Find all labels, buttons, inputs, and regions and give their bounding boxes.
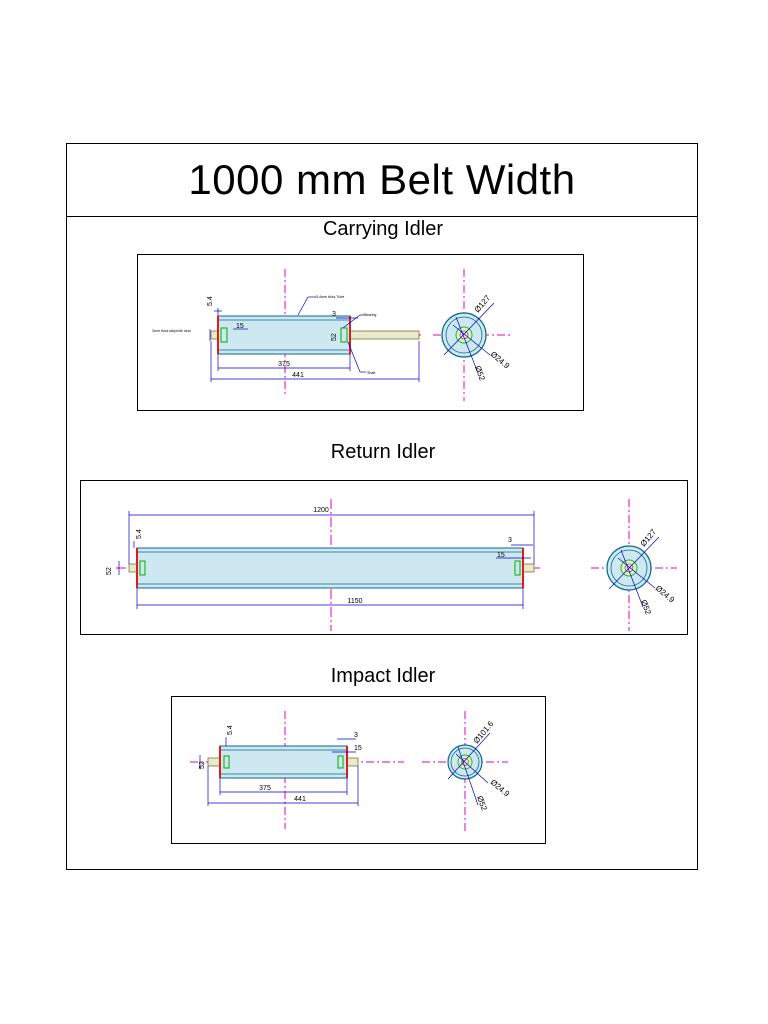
bearing-left	[139, 560, 146, 576]
dim-shaft-dia: Ø24.9	[489, 778, 512, 799]
dim-tube-thickness: 5.4	[136, 529, 143, 539]
note-bearing: Bearing	[364, 313, 376, 317]
note-tube: 5.4mm thick Tube	[316, 295, 344, 299]
impact-idler-drawing: 5.4 3 15 52 375 441 Ø101.6 Ø24.9 Ø52	[190, 711, 512, 833]
end-view-tube-inner	[610, 549, 648, 587]
dim-bearing-offset: 15	[497, 552, 505, 559]
note-shaft: Shaft	[367, 371, 375, 375]
dim-tube-thickness: 5.4	[227, 725, 234, 735]
end-view-shaft	[624, 563, 634, 573]
drawing-title: 1000 mm Belt Width	[188, 156, 576, 203]
dim-outer-dia: Ø127	[639, 527, 659, 548]
carrying-idler-frame: 5.4 3 15 52 375 441 5.4mm thick Tube Bea…	[137, 254, 584, 411]
dim-shaft-length: 441	[294, 796, 306, 803]
dim-seal: 3	[508, 537, 512, 544]
note-seal: 3mm thick labyrinth seal	[152, 329, 191, 333]
end-view-shaft	[461, 758, 469, 766]
bearing-left	[220, 327, 228, 343]
bearing-right	[514, 560, 521, 576]
dim-outer-dia: Ø101.6	[472, 719, 496, 745]
dim-bearing-dia: 52	[199, 761, 206, 769]
drawing-sheet: 1000 mm Belt Width Carrying Idler	[66, 143, 698, 870]
impact-idler-frame: 5.4 3 15 52 375 441 Ø101.6 Ø24.9 Ø52	[171, 696, 546, 844]
dim-bearing-dia-end: Ø52	[639, 599, 653, 617]
return-idler-drawing: 1200 5.4 3 15 52 1150 Ø127 Ø24.9 Ø52	[106, 499, 677, 631]
dim-tube-length: 1150	[347, 598, 362, 605]
end-view-tube-inner	[445, 316, 483, 354]
dim-bearing-offset: 15	[354, 745, 362, 752]
carrying-idler-label: Carrying Idler	[322, 218, 444, 240]
dim-tube-thickness: 5.4	[207, 296, 214, 306]
dim-bearing-offset: 15	[236, 323, 244, 330]
dim-shaft-dia: Ø24.9	[489, 350, 512, 371]
return-idler-label: Return Idler	[330, 441, 436, 463]
tube	[136, 547, 524, 589]
tube	[219, 745, 348, 779]
end-view-shaft	[459, 330, 469, 340]
bearing-right	[337, 755, 344, 769]
dim-tube-length: 375	[278, 361, 290, 368]
carrying-idler-drawing: 5.4 3 15 52 375 441 5.4mm thick Tube Bea…	[152, 269, 512, 401]
end-view-tube-inner	[450, 747, 480, 777]
dim-shaft-length: 441	[292, 372, 304, 379]
impact-idler-label: Impact Idler	[330, 665, 436, 687]
dim-tube-length: 375	[259, 785, 271, 792]
dim-seal: 3	[332, 311, 336, 318]
dim-seal: 3	[354, 732, 358, 739]
title-row: 1000 mm Belt Width	[67, 144, 697, 217]
dim-bearing-dia: 52	[106, 567, 113, 575]
dim-outer-dia: Ø127	[473, 293, 493, 314]
bearing-right	[340, 327, 348, 343]
dim-shaft-dia: Ø24.9	[654, 584, 677, 605]
return-idler-frame: 1200 5.4 3 15 52 1150 Ø127 Ø24.9 Ø52	[80, 480, 688, 635]
dim-bearing-dia-end: Ø52	[473, 365, 487, 383]
dim-bearing-dia: 52	[331, 333, 338, 341]
bearing-left	[223, 755, 230, 769]
dim-overall-length: 1200	[313, 507, 329, 514]
